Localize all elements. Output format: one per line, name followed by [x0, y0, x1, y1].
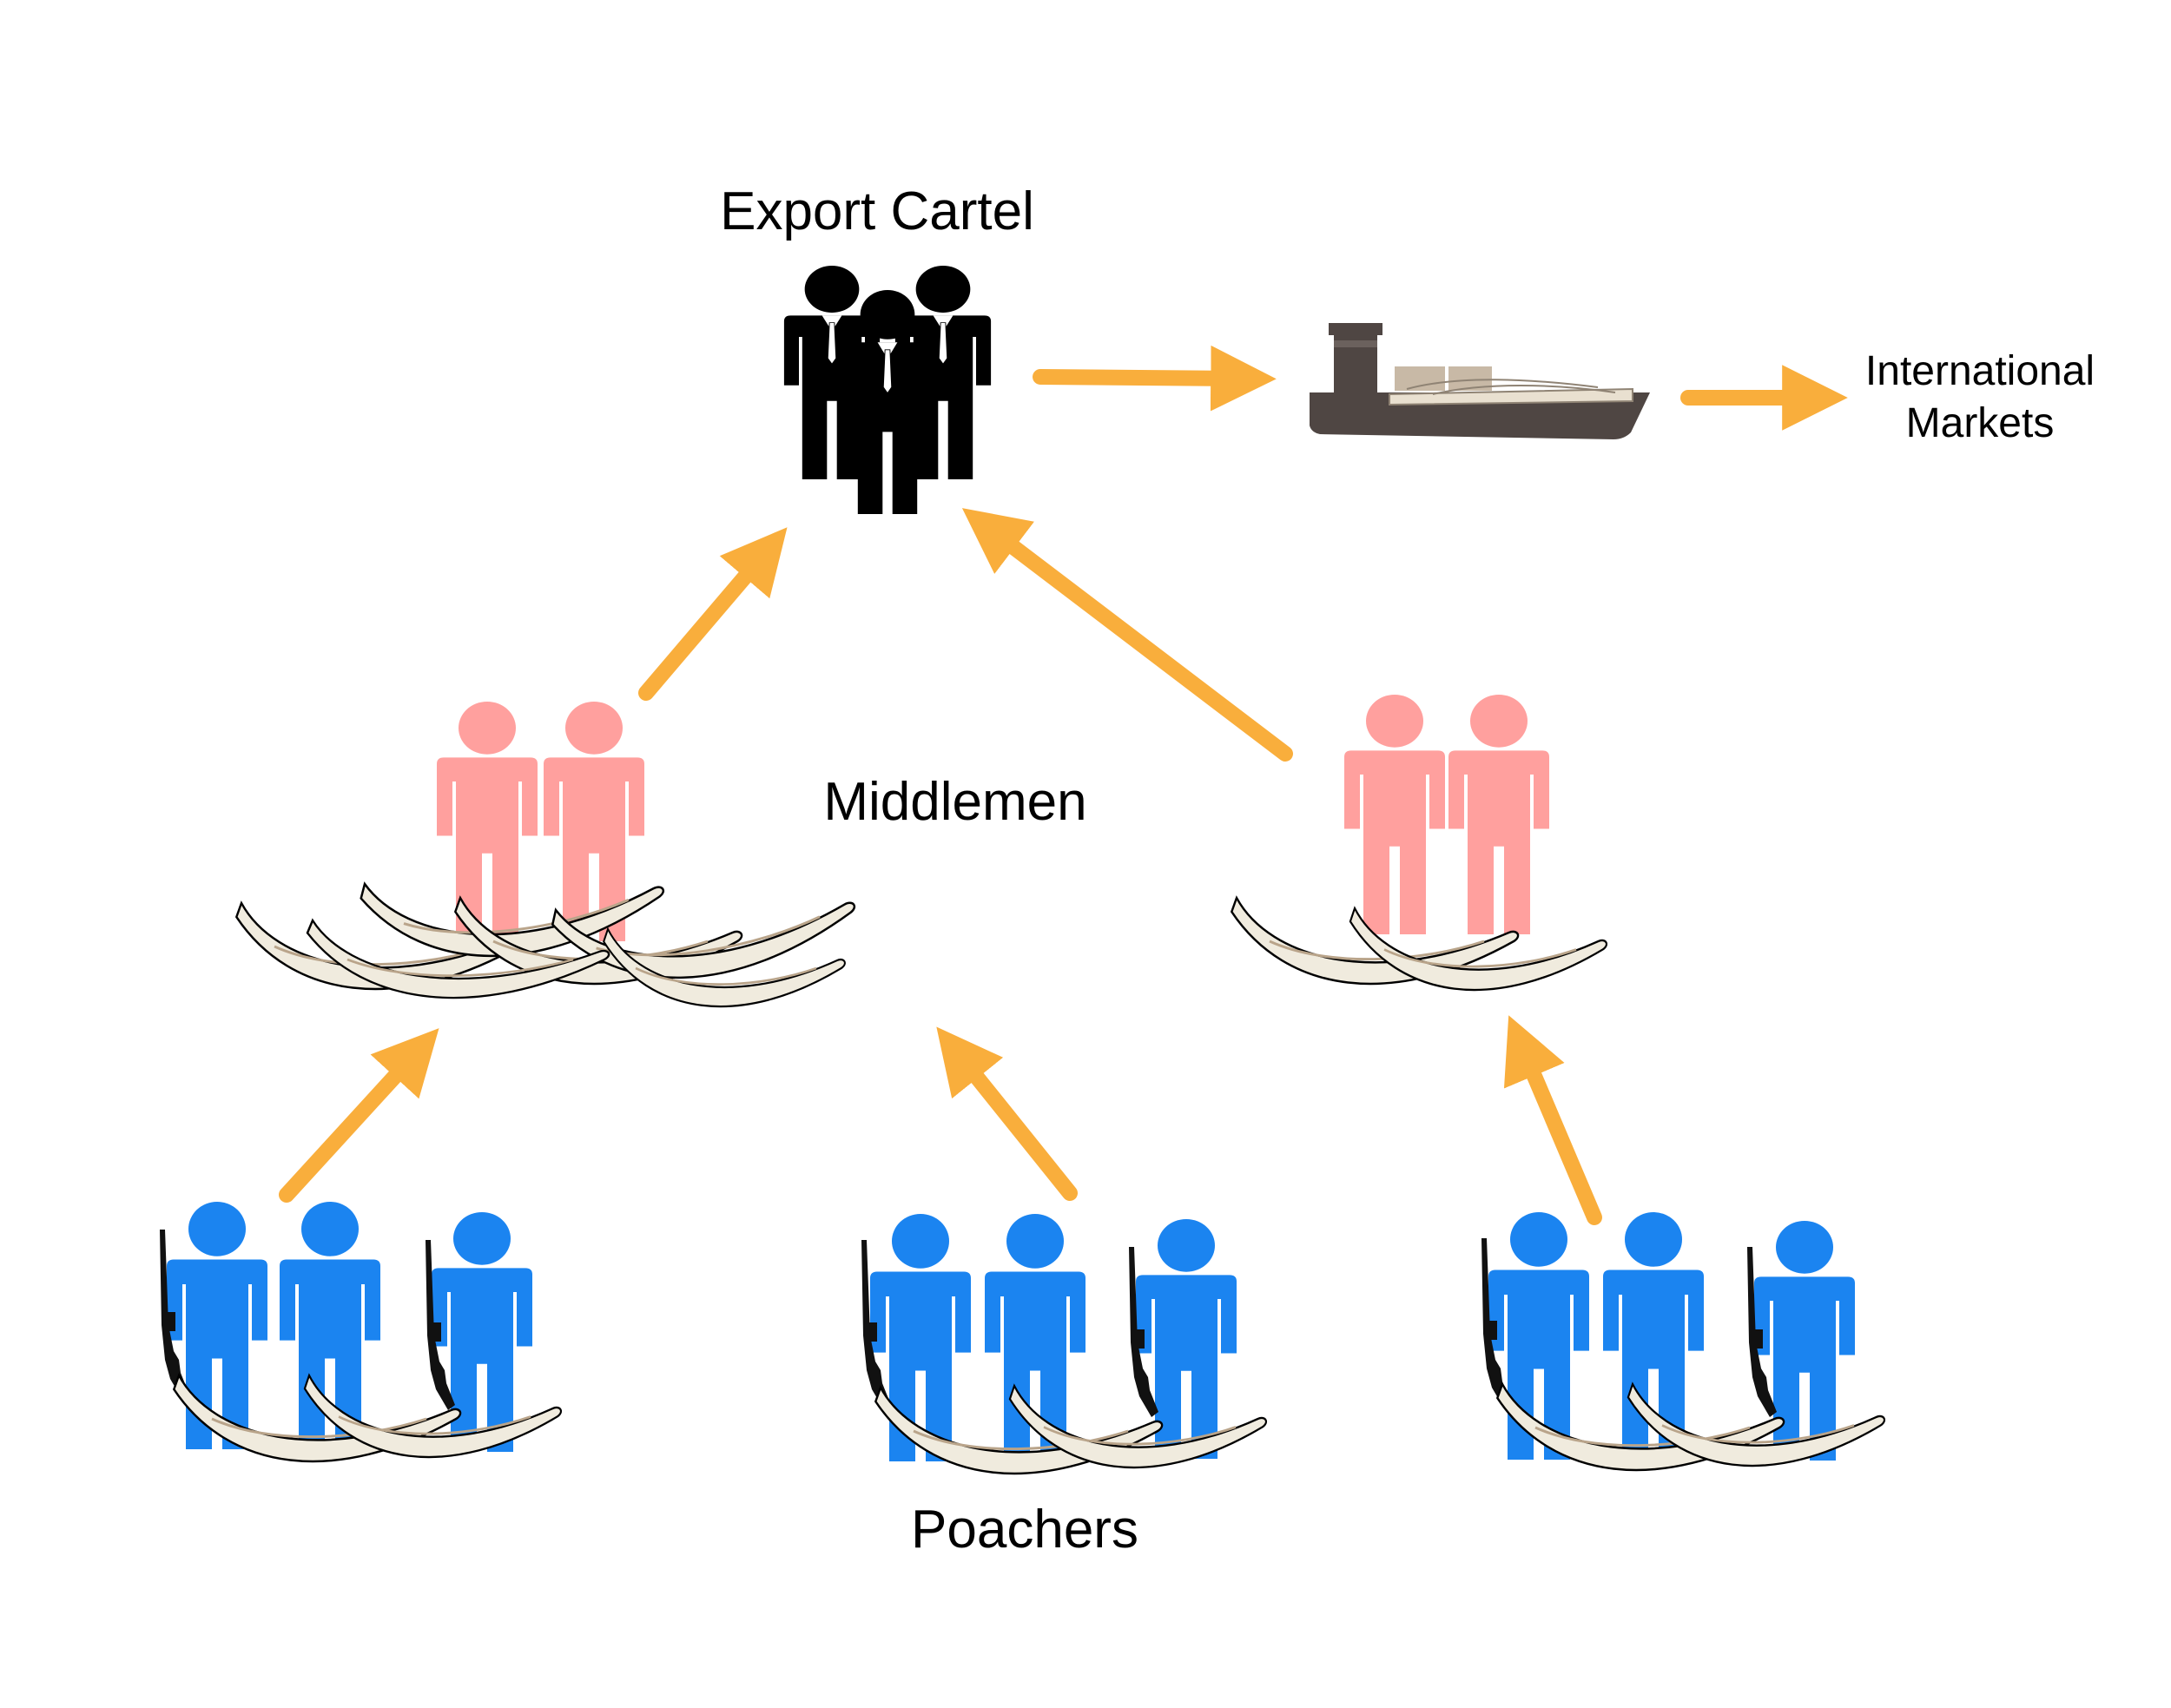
international-markets-label: International Markets: [1864, 348, 2095, 446]
arrow-middlemen-left-to-cartel: [638, 527, 788, 701]
arrow-cartel-to-ship: [1033, 345, 1277, 412]
flow-arrows: [279, 345, 1848, 1225]
arrow-poachers-left-to-middlemen: [279, 1028, 439, 1203]
rifle-icon: [861, 1240, 891, 1410]
poachers-label: Poachers: [911, 1500, 1138, 1560]
arrow-poachers-center-to-middlemen: [936, 1026, 1078, 1201]
ivory-tusks-icon: [234, 851, 863, 1008]
poacher-group-icon: [1481, 1212, 1886, 1472]
rifle-icon: [1747, 1247, 1777, 1417]
rifle-icon: [426, 1240, 455, 1410]
arrow-middlemen-right-to-cartel: [961, 508, 1293, 762]
middlemen-label: Middlemen: [823, 772, 1087, 832]
rifle-icon: [1129, 1247, 1158, 1417]
cargo-ship-icon: [1310, 323, 1650, 439]
export-cartel-label: Export Cartel: [720, 181, 1034, 241]
rifle-icon: [160, 1230, 189, 1400]
rifle-icon: [1481, 1238, 1511, 1408]
arrow-poachers-right-to-middlemen: [1503, 1015, 1602, 1225]
poacher-group-icon: [861, 1214, 1268, 1475]
middlemen-group-icon: [1230, 695, 1608, 992]
cartel-group-icon: [783, 265, 992, 515]
poacher-group-icon: [160, 1202, 563, 1463]
middlemen-group-icon: [234, 702, 863, 1008]
